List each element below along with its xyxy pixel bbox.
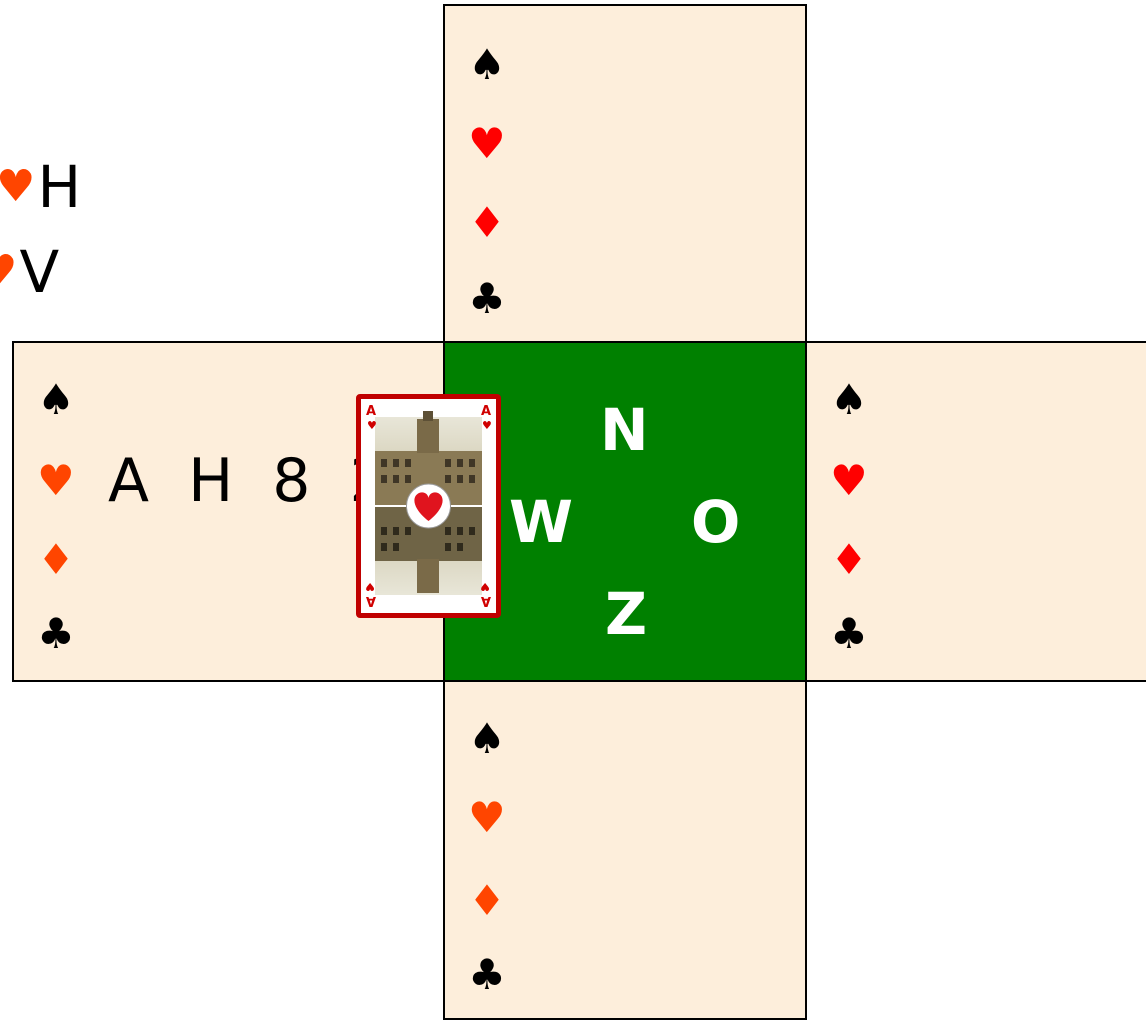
north-hand: ♠ ♥ ♦ ♣: [443, 4, 807, 343]
heart-icon: ♥: [467, 797, 507, 839]
south-hearts-row: ♥: [467, 783, 539, 853]
svg-text:♥: ♥: [480, 580, 490, 593]
spade-icon: ♠: [467, 44, 507, 86]
east-diamonds-row: ♦: [829, 525, 901, 595]
svg-text:♥: ♥: [482, 419, 492, 432]
legend-row-1: ♥ H: [0, 158, 81, 216]
north-spades-row: ♠: [467, 30, 539, 100]
ace-of-hearts-card-art: A ♥ A ♥ A ♥ A ♥: [361, 399, 496, 613]
compass-west: W: [509, 493, 573, 551]
diamond-icon: ♦: [467, 880, 507, 922]
svg-text:A: A: [481, 404, 491, 419]
diamond-icon: ♦: [36, 539, 76, 581]
north-diamonds-row: ♦: [467, 188, 539, 258]
north-hearts-row: ♥: [467, 109, 539, 179]
west-clubs-row: ♣: [36, 599, 108, 669]
club-icon: ♣: [36, 613, 76, 655]
west-hearts-cards[interactable]: A H 8 2: [108, 446, 398, 516]
south-hand: ♠ ♥ ♦ ♣: [443, 680, 807, 1020]
diamond-icon: ♦: [829, 539, 869, 581]
played-card-ace-of-hearts[interactable]: A ♥ A ♥ A ♥ A ♥: [356, 394, 501, 618]
svg-text:A: A: [481, 593, 491, 608]
spade-icon: ♠: [36, 379, 76, 421]
spade-icon: ♠: [829, 379, 869, 421]
legend-row-2: ♥ V: [0, 243, 59, 301]
heart-icon: ♥: [829, 460, 869, 502]
east-hearts-row: ♥: [829, 446, 901, 516]
club-icon: ♣: [467, 954, 507, 996]
heart-icon: ♥: [36, 460, 76, 502]
svg-text:♥: ♥: [367, 419, 377, 432]
east-hand: ♠ ♥ ♦ ♣: [805, 341, 1146, 682]
south-spades-row: ♠: [467, 704, 539, 774]
south-clubs-row: ♣: [467, 940, 539, 1010]
west-spades-row: ♠: [36, 365, 108, 435]
compass-south: Z: [605, 585, 647, 643]
svg-text:♥: ♥: [365, 580, 375, 593]
svg-text:A: A: [366, 593, 376, 608]
west-hearts-row: ♥ A H 8 2: [36, 446, 398, 516]
heart-icon: ♥: [0, 250, 17, 294]
heart-icon: ♥: [0, 165, 35, 209]
south-diamonds-row: ♦: [467, 866, 539, 936]
compass-north: N: [600, 401, 649, 459]
spade-icon: ♠: [467, 718, 507, 760]
north-clubs-row: ♣: [467, 264, 539, 334]
svg-text:A: A: [366, 404, 376, 419]
diamond-icon: ♦: [467, 202, 507, 244]
legend-label: V: [19, 243, 59, 301]
club-icon: ♣: [467, 278, 507, 320]
west-diamonds-row: ♦: [36, 525, 108, 595]
heart-icon: ♥: [467, 123, 507, 165]
east-clubs-row: ♣: [829, 599, 901, 669]
club-icon: ♣: [829, 613, 869, 655]
legend-label: H: [37, 158, 81, 216]
east-spades-row: ♠: [829, 365, 901, 435]
compass-east: O: [691, 493, 740, 551]
